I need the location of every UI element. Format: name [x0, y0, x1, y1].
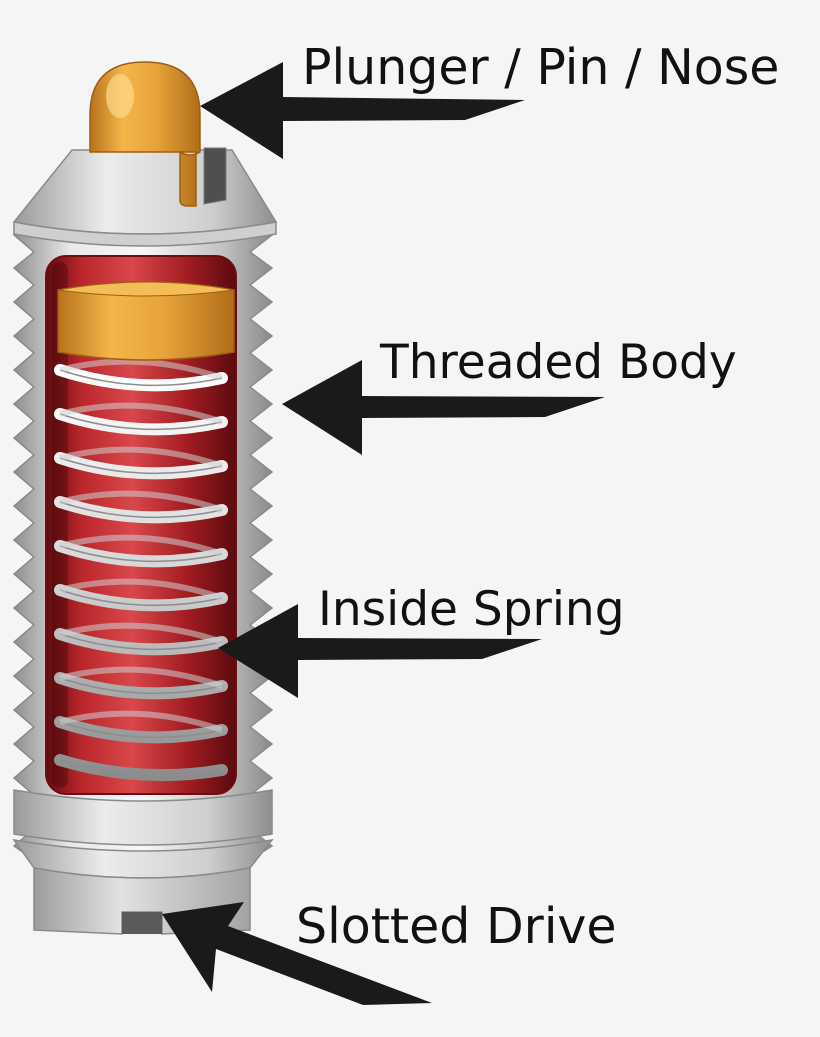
cutaway-cavity [45, 255, 237, 795]
arrow-inside-spring [218, 604, 542, 698]
plunger [57, 61, 235, 361]
label-plunger: Plunger / Pin / Nose [302, 39, 779, 96]
label-slotted-drive: Slotted Drive [296, 898, 617, 955]
arrow-slotted-drive [162, 902, 432, 1005]
arrow-threaded-body [282, 360, 605, 455]
bottom-collar [12, 789, 274, 879]
label-threaded-body: Threaded Body [379, 335, 737, 390]
top-slot [203, 147, 227, 205]
top-collar [12, 147, 278, 247]
top-collar-rim [13, 221, 277, 247]
top-collar-cone [12, 149, 278, 235]
spring-coils-outline [59, 369, 223, 776]
plunger-highlight [106, 74, 134, 118]
drive-slot [122, 912, 162, 934]
inside-spring [54, 358, 228, 782]
callout-arrows [162, 62, 605, 1005]
spring-back-coils [59, 358, 223, 733]
cavity-wall [45, 255, 237, 795]
arrow-plunger [200, 62, 525, 159]
cavity-inner-shadow [52, 262, 68, 788]
label-inside-spring: Inside Spring [318, 582, 625, 637]
plunger-piston-top [57, 281, 235, 297]
bottom-collar-ring [13, 789, 273, 846]
